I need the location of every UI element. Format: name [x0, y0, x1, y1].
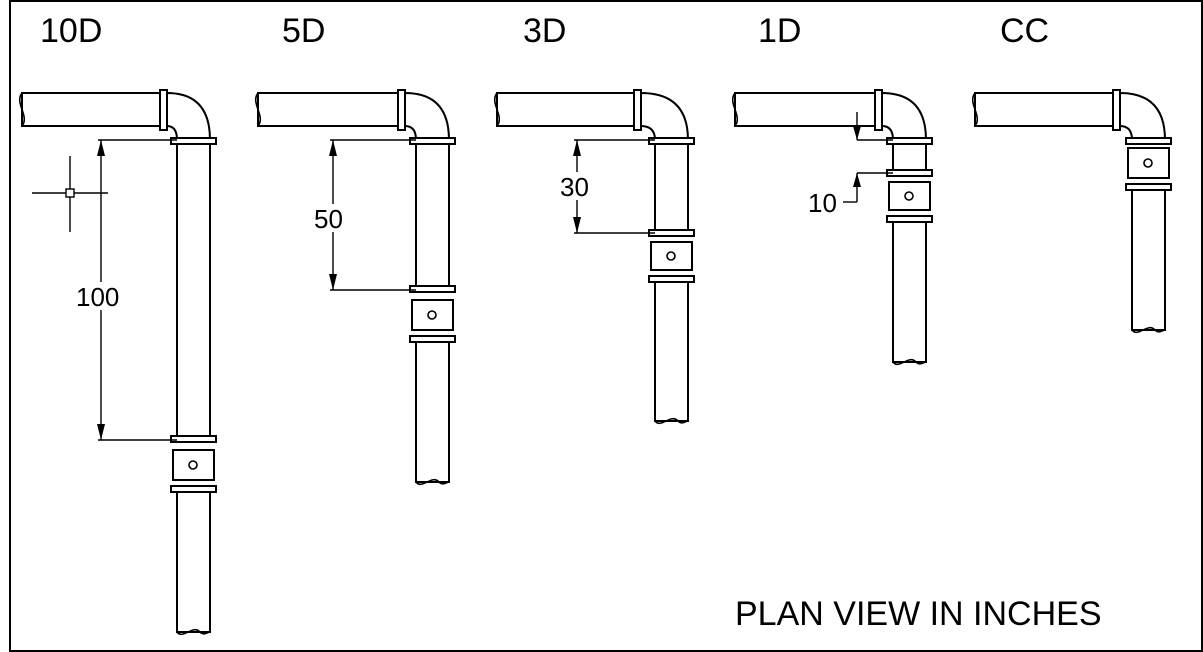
dimension-value-10d: 100 — [76, 282, 119, 312]
dimension-text-mask — [80, 282, 128, 310]
dimension-value-1d: 10 — [808, 188, 837, 218]
vertical-pipe-lower — [892, 221, 927, 363]
pipe-break-mark — [18, 92, 26, 127]
horizontal-pipe — [257, 92, 401, 127]
meter-port — [904, 191, 914, 201]
vertical-pipe-lower — [176, 491, 211, 633]
plan-view-caption: PLAN VIEW IN INCHES — [735, 595, 1102, 633]
pipe-break-mark — [892, 358, 927, 366]
pipe-break-mark — [415, 478, 450, 486]
horizontal-pipe — [21, 92, 163, 127]
flange — [397, 89, 406, 131]
pipe-break-mark — [1131, 326, 1166, 334]
meter-port — [427, 310, 437, 320]
dimension-value-5d: 50 — [314, 204, 343, 234]
dimension-text-mask — [559, 172, 599, 200]
dimension-value-3d: 30 — [560, 172, 589, 202]
elbow — [881, 91, 928, 141]
flange — [1125, 137, 1172, 145]
vertical-pipe-lower — [1131, 189, 1166, 331]
column-label-3d: 3D — [523, 12, 566, 50]
elbow — [1119, 91, 1167, 141]
pipe-assembly-1d: 10 — [731, 89, 933, 366]
flange — [409, 285, 456, 293]
flange — [170, 435, 217, 443]
flange — [874, 89, 883, 131]
pipe-assembly-10d: 100 — [18, 89, 217, 636]
dimension-arrow — [573, 217, 581, 233]
pipe-assembly-5d: 50 — [254, 89, 456, 486]
horizontal-pipe — [974, 92, 1116, 127]
dimension-arrow — [329, 274, 337, 290]
dimension-arrow — [97, 424, 105, 440]
flange — [648, 229, 695, 237]
vertical-pipe — [415, 143, 450, 287]
meter-port — [666, 251, 676, 261]
dimension-arrow — [853, 173, 861, 187]
vertical-pipe-lower — [415, 341, 450, 483]
column-label-10d: 10D — [40, 12, 102, 50]
vertical-pipe — [176, 143, 211, 437]
column-label-1d: 1D — [758, 12, 801, 50]
elbow — [166, 91, 212, 141]
dimension-arrow — [97, 140, 105, 156]
flange — [1112, 89, 1121, 131]
pipe-break-mark — [176, 628, 211, 636]
vertical-pipe — [892, 143, 927, 171]
pipe-break-mark — [254, 92, 262, 127]
column-label-5d: 5D — [282, 12, 325, 50]
drawing-frame — [9, 0, 1203, 652]
pipe-assembly-3d: 30 — [493, 89, 695, 425]
crosshair-cursor-icon — [32, 156, 108, 232]
vertical-pipe — [654, 143, 689, 231]
pipe-break-mark — [971, 92, 979, 127]
dimension-arrow — [853, 126, 861, 140]
meter-port — [1143, 158, 1153, 168]
pipe-assembly-cc — [971, 89, 1172, 334]
flange — [633, 89, 642, 131]
horizontal-pipe — [734, 92, 878, 127]
meter-port — [188, 460, 198, 470]
vertical-pipe-lower — [654, 281, 689, 422]
dimension-arrow — [573, 140, 581, 156]
elbow — [640, 91, 690, 141]
meter-body — [1127, 147, 1170, 179]
column-label-cc: CC — [1000, 12, 1049, 50]
pipe-break-mark — [731, 92, 739, 127]
dimension-text-mask — [314, 204, 354, 232]
elbow — [404, 91, 451, 141]
flange — [886, 169, 933, 177]
horizontal-pipe — [496, 92, 637, 127]
pipe-break-mark — [493, 92, 501, 127]
pipe-break-mark — [654, 417, 689, 425]
dimension-arrow — [329, 140, 337, 156]
flange — [159, 89, 168, 131]
